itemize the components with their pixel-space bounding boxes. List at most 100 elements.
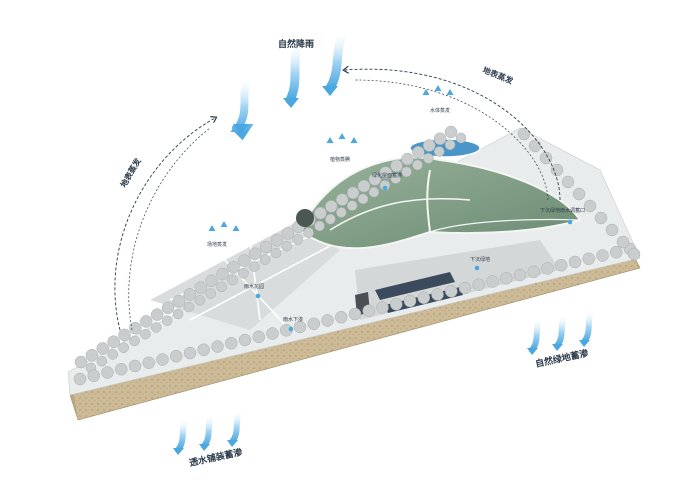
tree bbox=[101, 366, 114, 379]
tree bbox=[517, 127, 531, 141]
tree bbox=[96, 342, 110, 355]
rain-drops bbox=[230, 25, 350, 141]
tree bbox=[194, 295, 206, 306]
tree bbox=[266, 327, 279, 340]
rain-drop-2 bbox=[285, 37, 305, 105]
tree bbox=[346, 186, 360, 200]
tree bbox=[161, 315, 173, 326]
up-arrow-head bbox=[422, 89, 430, 95]
tree bbox=[610, 246, 623, 259]
tree bbox=[115, 363, 128, 376]
label-surface-evaporation-right: 地表蒸发 bbox=[481, 65, 515, 87]
tree bbox=[118, 328, 131, 342]
tree bbox=[183, 346, 197, 360]
tree bbox=[403, 294, 417, 308]
tree bbox=[281, 227, 295, 240]
tree bbox=[423, 153, 434, 164]
up-arrow-head bbox=[434, 85, 442, 91]
tree bbox=[401, 152, 414, 166]
tree bbox=[325, 213, 336, 225]
tree bbox=[412, 146, 425, 159]
tree bbox=[555, 259, 568, 272]
tree bbox=[293, 320, 307, 334]
tree bbox=[513, 268, 527, 282]
tree bbox=[96, 355, 108, 367]
location-markers bbox=[255, 185, 573, 332]
tree bbox=[455, 132, 467, 144]
label-water-evaporation: 水体蒸发 bbox=[430, 107, 450, 114]
tree bbox=[140, 315, 153, 328]
label-underground-storage: 下沉绿地雨水调蓄口 bbox=[540, 207, 585, 214]
label-natural-rain: 自然降雨 bbox=[278, 38, 314, 50]
tree bbox=[500, 272, 513, 285]
tree bbox=[444, 139, 456, 151]
tree bbox=[433, 132, 447, 146]
tree bbox=[596, 249, 609, 262]
tree bbox=[259, 254, 271, 266]
tree bbox=[150, 308, 164, 321]
tree bbox=[73, 372, 87, 386]
tree bbox=[412, 159, 423, 171]
tree bbox=[128, 359, 142, 373]
tree bbox=[225, 337, 238, 350]
tree bbox=[170, 350, 183, 363]
tree bbox=[335, 193, 349, 206]
tree bbox=[348, 307, 362, 321]
up-arrow-head bbox=[220, 221, 228, 227]
tree bbox=[472, 278, 485, 291]
tree bbox=[346, 200, 358, 211]
tree bbox=[216, 267, 229, 281]
tree bbox=[444, 125, 458, 139]
tree bbox=[368, 186, 380, 198]
tree bbox=[561, 175, 575, 189]
label-sink-green: 下沉绿地 bbox=[470, 256, 490, 263]
tree-rows bbox=[73, 125, 641, 386]
label-permeable-infiltration: 透水铺装蓄渗 bbox=[188, 446, 244, 469]
tree bbox=[379, 180, 391, 191]
up-arrow-head bbox=[208, 225, 216, 231]
label-surface-evaporation-left: 地表蒸发 bbox=[118, 155, 143, 189]
rain-drop-3 bbox=[325, 25, 350, 93]
tree bbox=[582, 252, 595, 265]
tree bbox=[156, 353, 169, 366]
tree bbox=[376, 301, 389, 314]
tree bbox=[252, 330, 265, 343]
tree bbox=[527, 265, 540, 278]
tree bbox=[605, 223, 619, 237]
up-arrow-head bbox=[446, 89, 454, 95]
tree bbox=[281, 240, 293, 252]
tree bbox=[390, 298, 403, 311]
tree bbox=[431, 288, 444, 301]
tree bbox=[211, 340, 224, 353]
tree bbox=[85, 348, 99, 362]
tree bbox=[205, 288, 216, 299]
tree bbox=[183, 301, 195, 313]
tree bbox=[541, 262, 554, 275]
tree bbox=[550, 163, 564, 177]
up-arrows bbox=[208, 85, 454, 240]
tree bbox=[433, 146, 445, 157]
tree bbox=[486, 275, 499, 288]
tree bbox=[129, 335, 140, 347]
tree bbox=[197, 343, 210, 356]
tree bbox=[357, 179, 371, 193]
tree bbox=[107, 335, 120, 348]
tree bbox=[572, 187, 586, 201]
label-plant-transpiration: 植物蒸腾 bbox=[330, 156, 350, 163]
tree bbox=[539, 151, 553, 165]
tree bbox=[227, 261, 240, 274]
tree bbox=[616, 235, 630, 249]
tree bbox=[107, 349, 119, 360]
up-arrow-head bbox=[350, 137, 358, 143]
tree bbox=[357, 193, 369, 205]
tree bbox=[379, 166, 392, 179]
tree bbox=[140, 328, 151, 340]
tree bbox=[422, 139, 436, 152]
tree bbox=[528, 139, 542, 153]
tree bbox=[161, 301, 175, 315]
up-arrow-head bbox=[326, 137, 334, 143]
tree bbox=[292, 234, 304, 245]
tree bbox=[238, 268, 249, 279]
tree bbox=[238, 333, 252, 347]
tree bbox=[270, 233, 284, 247]
